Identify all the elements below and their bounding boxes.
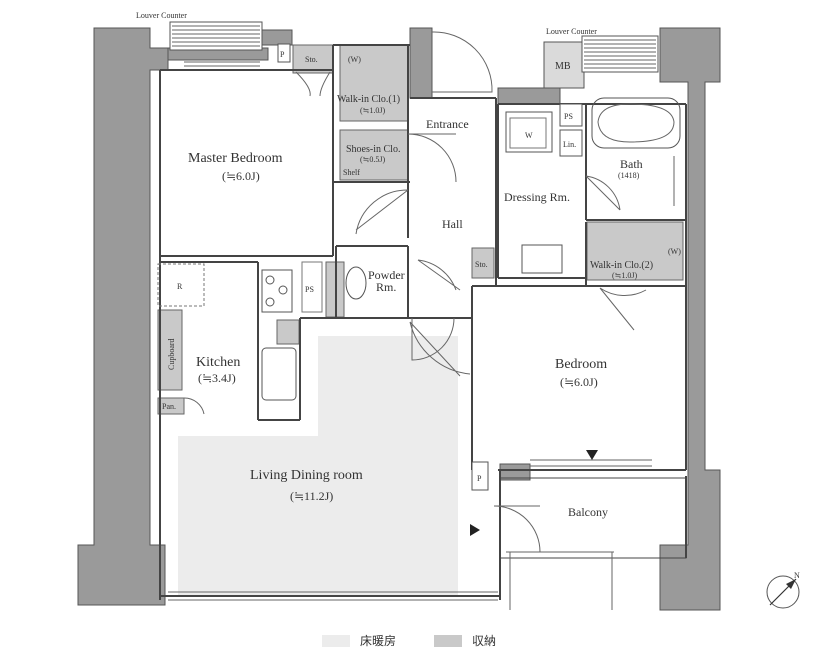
powder-room-label: Powder: [368, 268, 405, 282]
top-wall-right: [497, 87, 561, 105]
w-dressing-label: W: [525, 131, 533, 140]
linen-box: [559, 129, 583, 157]
p-top-box: [277, 43, 291, 63]
legend-storage: 収納: [434, 632, 496, 649]
legend-storage-label: 収納: [472, 634, 497, 648]
bath-size: (1418): [618, 171, 640, 180]
master-bedroom-size: (≒6.0J): [222, 169, 260, 183]
ps-top-box: [559, 103, 583, 127]
interior-walls: [159, 44, 687, 600]
sink: [261, 347, 297, 401]
ps-kitchen-box: [301, 261, 323, 313]
toilet: [345, 266, 367, 300]
bath-label: Bath: [620, 157, 643, 171]
shelf-label: Shelf: [343, 168, 360, 177]
bedroom-door: [599, 287, 647, 331]
dressing-room-label: Dressing Rm.: [504, 190, 570, 204]
left-column: [77, 27, 169, 606]
entrance-label: Entrance: [426, 117, 469, 131]
legend-floor-heating: 床暖房: [322, 632, 396, 649]
living-dining-size: (≒11.2J): [290, 489, 333, 503]
storage-top: [292, 44, 334, 74]
louver-counter-left: [169, 21, 263, 51]
bedroom-label: Bedroom: [555, 357, 607, 372]
entrance-door-swing: [407, 133, 457, 183]
kitchen-size: (≒3.4J): [198, 371, 236, 385]
p-top-label: P: [280, 50, 285, 59]
louver-left-label: Louver Counter: [136, 11, 187, 20]
right-column: [659, 27, 721, 611]
hall-storage: [471, 247, 495, 279]
balcony-p-box: [471, 461, 489, 491]
master-bedroom-label: Master Bedroom: [188, 151, 283, 166]
refrigerator-label: R: [177, 282, 183, 291]
balcony-door: [493, 505, 541, 553]
hall-storage-label: Sto.: [475, 260, 488, 269]
floor-plan: Louver Counter Louver Counter MB P Sto. …: [77, 11, 800, 611]
legend-storage-swatch: [434, 634, 462, 647]
walkin2-label: Walk-in Clo.(2): [590, 260, 653, 271]
floor-heating-zone: [178, 336, 458, 596]
closet-doors: [295, 71, 331, 97]
walk-in-closet-1: [339, 44, 409, 122]
balcony-area: [499, 477, 687, 559]
legend-floor-heating-swatch: [322, 634, 350, 647]
living-dining-label: Living Dining room: [250, 468, 363, 483]
shoes-closet-size: (≒0.5J): [360, 155, 385, 164]
bathtub: [591, 97, 681, 149]
living-door: [409, 321, 471, 377]
bedroom-size: (≒6.0J): [560, 375, 598, 389]
balcony-label: Balcony: [568, 505, 608, 519]
mb-box: [543, 41, 585, 89]
north-label: N: [794, 571, 800, 580]
north-compass: [766, 575, 800, 609]
ps-top-label: PS: [564, 112, 573, 121]
bedroom-window: [530, 459, 652, 467]
top-wall-entrance: [409, 27, 433, 99]
pantry-door: [183, 397, 205, 415]
front-door: [431, 31, 493, 93]
hall-door-right: [417, 259, 461, 291]
entry-arrow-marker: [470, 524, 480, 536]
pantry-label: Pan.: [162, 402, 176, 411]
living-window: [168, 591, 498, 601]
balcony-p-label: P: [477, 474, 482, 483]
sto-top-label: Sto.: [305, 55, 318, 64]
kitchen-label: Kitchen: [196, 355, 240, 370]
powder-door: [411, 317, 455, 361]
w-closet1-label: (W): [348, 55, 361, 64]
cupboard: [157, 309, 183, 391]
shoes-closet-label: Shoes-in Clo.: [346, 144, 400, 155]
ps-kitchen-label: PS: [305, 285, 314, 294]
window-arrow-marker: [586, 450, 598, 460]
refrigerator-space: [157, 263, 205, 307]
walkin2-size: (≒1.0J): [612, 271, 637, 280]
top-wall-mid: [261, 29, 293, 46]
hall-label: Hall: [442, 217, 463, 231]
linen-label: Lin.: [563, 140, 576, 149]
walkin1-size: (≒1.0J): [360, 106, 385, 115]
balcony-rail: [506, 551, 614, 610]
powder-room-label-2: Rm.: [376, 280, 396, 294]
kitchen-storage: [276, 319, 300, 345]
w-closet2-label: (W): [668, 247, 681, 256]
master-window: [184, 61, 260, 67]
louver-right-label: Louver Counter: [546, 27, 597, 36]
stove: [261, 269, 293, 313]
pantry: [157, 397, 185, 415]
cupboard-label: Cupboard: [167, 338, 176, 370]
legend-floor-heating-label: 床暖房: [360, 634, 397, 648]
mb-label: MB: [555, 61, 571, 72]
bath-door: [585, 175, 621, 211]
hall-door-left: [355, 189, 409, 235]
louver-counter-right: [581, 35, 659, 73]
walkin1-label: Walk-in Clo.(1): [337, 94, 400, 105]
washbasin-area: [505, 111, 553, 153]
washer: [521, 244, 563, 274]
